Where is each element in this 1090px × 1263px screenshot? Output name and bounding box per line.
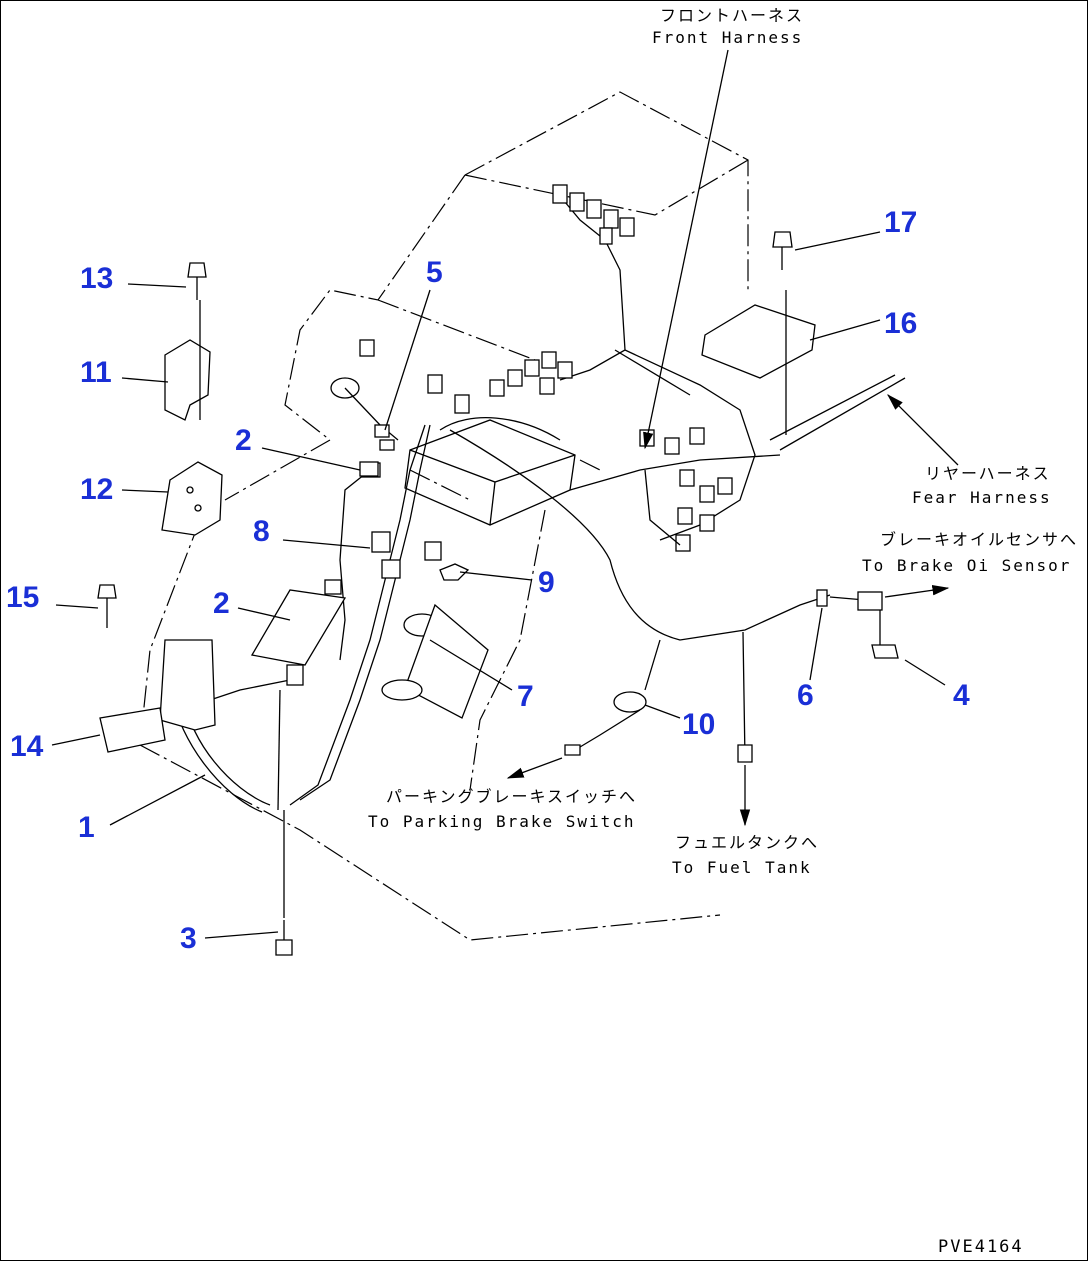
parts xyxy=(97,231,906,956)
callout-16: 16 xyxy=(884,307,917,340)
callout-7: 7 xyxy=(517,680,534,713)
fuel-tank-jp-label: フュエルタンクへ xyxy=(675,833,819,852)
callouts: 1 2 2 3 4 5 6 7 8 9 10 11 12 13 14 15 16… xyxy=(6,206,970,955)
callout-13: 13 xyxy=(80,262,113,295)
callout-11: 11 xyxy=(80,356,112,389)
parking-brake-jp-label: パーキングブレーキスイッチへ xyxy=(386,787,637,806)
relay-box xyxy=(404,417,576,526)
front-harness-jp-label: フロントハーネス xyxy=(660,6,804,25)
callout-15: 15 xyxy=(6,581,39,614)
front-harness-wires xyxy=(330,184,896,761)
rear-harness-jp-label: リヤーハーネス xyxy=(925,464,1051,483)
callout-3: 3 xyxy=(180,922,197,955)
callout-10: 10 xyxy=(682,708,715,741)
text-labels: フロントハーネス Front Harness リヤーハーネス Fear Harn… xyxy=(368,6,1078,1257)
callout-12: 12 xyxy=(80,473,113,506)
cab-outline xyxy=(139,91,749,941)
callout-2-lower: 2 xyxy=(213,587,230,620)
callout-17: 17 xyxy=(884,206,917,239)
callout-6: 6 xyxy=(797,679,814,712)
callout-1: 1 xyxy=(78,811,95,844)
callout-9: 9 xyxy=(538,566,555,599)
callout-2-upper: 2 xyxy=(235,424,252,457)
front-harness-en-label: Front Harness xyxy=(652,28,803,47)
drawing-code: PVE4164 xyxy=(938,1237,1024,1257)
brake-oil-jp-label: ブレーキオイルセンサへ xyxy=(880,530,1078,549)
leader-lines xyxy=(51,231,946,939)
callout-14: 14 xyxy=(10,730,44,763)
parking-brake-en-label: To Parking Brake Switch xyxy=(368,812,636,831)
label-arrows xyxy=(506,49,959,827)
callout-4: 4 xyxy=(953,679,970,712)
fuel-tank-en-label: To Fuel Tank xyxy=(672,858,812,877)
brake-oil-en-label: To Brake Oi Sensor xyxy=(862,556,1071,575)
callout-8: 8 xyxy=(253,515,270,548)
callout-5: 5 xyxy=(426,256,443,289)
rear-harness-en-label: Fear Harness xyxy=(912,488,1052,507)
